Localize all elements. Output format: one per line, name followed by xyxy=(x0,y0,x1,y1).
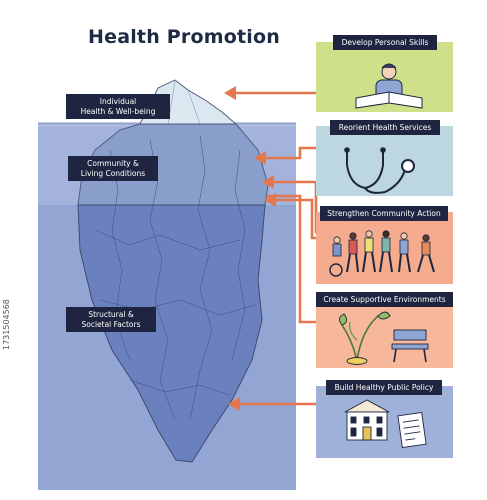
reading-person-icon xyxy=(355,63,423,109)
arrowheads xyxy=(224,86,276,411)
label-structural-line-1: Structural & xyxy=(88,310,134,319)
label-individual-health: Individual Health & Well-being xyxy=(66,94,170,119)
card-label-build-healthy-public-policy: Build Healthy Public Policy xyxy=(326,380,442,395)
building-document-icon xyxy=(344,399,427,449)
label-individual-line-1: Individual xyxy=(99,97,137,106)
card-label-create-supportive-environments: Create Supportive Environments xyxy=(316,292,453,307)
label-individual-line-2: Health & Well-being xyxy=(80,106,156,116)
community-group-icon xyxy=(329,230,435,277)
label-structural-societal: Structural & Societal Factors xyxy=(66,307,156,332)
label-community-living: Community & Living Conditions xyxy=(68,156,158,181)
label-community-line-1: Community & xyxy=(87,159,139,168)
card-label-strengthen-community-action: Strengthen Community Action xyxy=(320,206,448,221)
card-label-reorient-health-services: Reorient Health Services xyxy=(330,120,440,135)
label-structural-line-2: Societal Factors xyxy=(81,319,141,329)
plant-bench-icon xyxy=(339,311,429,365)
watermark-id: 1731504568 xyxy=(2,299,11,350)
label-community-line-2: Living Conditions xyxy=(80,168,146,178)
stethoscope-icon xyxy=(344,147,415,194)
page-title: Health Promotion xyxy=(88,26,280,48)
card-reorient-health-services xyxy=(316,126,453,196)
card-create-supportive-environments xyxy=(316,298,453,368)
card-label-develop-personal-skills: Develop Personal Skills xyxy=(333,35,437,50)
